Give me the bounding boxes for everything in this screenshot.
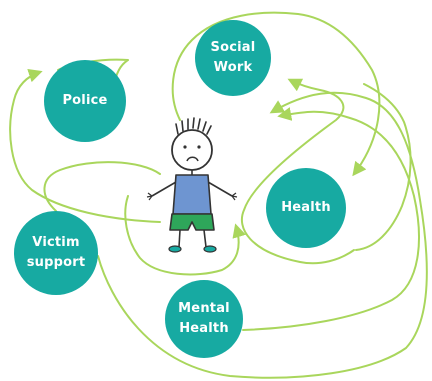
path-child-bottom-loop (124, 195, 246, 276)
node-police-label: Police (62, 93, 108, 108)
node-health-label: Health (281, 200, 331, 215)
path-health-to-social (240, 78, 355, 265)
node-mental-health: Mental Health (165, 280, 243, 358)
node-victim-support-line2: support (26, 255, 86, 270)
node-social-work-line2: Work (213, 60, 253, 75)
path-child-to-police (9, 68, 161, 223)
node-victim-support: Victim support (14, 211, 98, 295)
node-social-work-line1: Social (210, 40, 256, 55)
path-mental-to-social (242, 107, 420, 331)
node-mental-health-line2: Health (179, 321, 229, 336)
node-mental-health-line1: Mental (178, 301, 230, 316)
node-social-work: Social Work (195, 20, 271, 96)
child-figure (146, 117, 238, 253)
node-health: Health (266, 168, 346, 248)
node-victim-support-line1: Victim (32, 235, 80, 250)
path-child-to-health (171, 11, 381, 177)
node-police: Police (44, 60, 126, 142)
path-victim-to-social (97, 91, 428, 379)
path-victim-loop (43, 161, 161, 212)
